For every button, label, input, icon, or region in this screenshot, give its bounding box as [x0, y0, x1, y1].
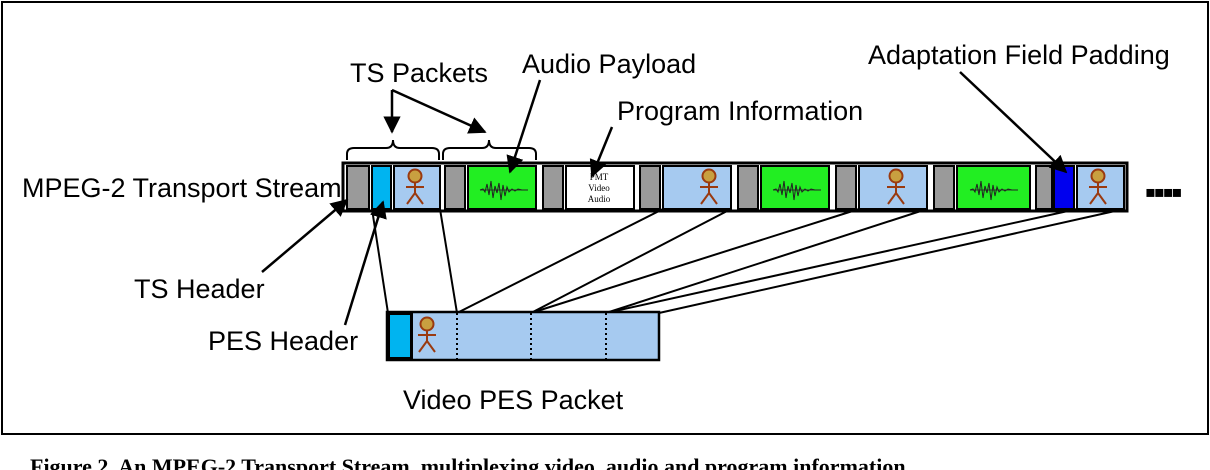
- pmt-line-2: Video: [588, 183, 610, 193]
- ts-header-cell: [1035, 165, 1053, 210]
- video-pes-packet-label: Video PES Packet: [403, 385, 624, 415]
- video-pes-packet: [385, 310, 661, 362]
- adaptation-field-padding-label: Adaptation Field Padding: [868, 40, 1170, 70]
- pes-header-cell: [371, 165, 392, 210]
- ts-header-cell: [933, 165, 955, 210]
- program-information-label: Program Information: [617, 96, 863, 126]
- pmt-line-3: Audio: [588, 194, 611, 204]
- pes-mapping-lines: [371, 208, 1125, 314]
- ts-packets-label: TS Packets: [350, 58, 488, 88]
- ts-header-arrow: [261, 198, 349, 273]
- continuation-ellipsis: ▪▪▪▪: [1145, 182, 1182, 201]
- pes-header-label: PES Header: [208, 326, 358, 356]
- ts-header-cell: [444, 165, 466, 210]
- ts-header-cell: [737, 165, 759, 210]
- transport-stream-bar: PMT Video Audio: [341, 161, 1129, 213]
- adaptation-padding-arrow: [959, 71, 1068, 174]
- packet-brace-2: [442, 139, 537, 160]
- figure-caption: Figure 2. An MPEG-2 Transport Stream, mu…: [30, 454, 906, 470]
- video-payload-cell: [662, 165, 732, 210]
- pes-header-arrow: [343, 200, 387, 326]
- pes-header-cell: [388, 313, 412, 359]
- ts-header-cell: [542, 165, 564, 210]
- audio-payload-arrow: [506, 79, 542, 174]
- adaptation-padding-cell: [1053, 165, 1075, 210]
- transport-stream-label: MPEG-2 Transport Stream: [22, 173, 342, 203]
- audio-payload-label: Audio Payload: [522, 49, 696, 79]
- ts-header-cell: [346, 165, 370, 210]
- packet-brace-1: [346, 139, 440, 160]
- ts-header-cell: [835, 165, 857, 210]
- ts-packets-arrow-right: [391, 88, 487, 134]
- annotation-arrows: [261, 71, 1068, 326]
- ts-header-label: TS Header: [134, 274, 265, 304]
- audio-payload-cell: [467, 165, 537, 210]
- program-information-arrow: [589, 126, 614, 178]
- ts-header-cell: [639, 165, 661, 210]
- audio-payload-cell: [760, 165, 830, 210]
- figure-frame: [1, 1, 1209, 435]
